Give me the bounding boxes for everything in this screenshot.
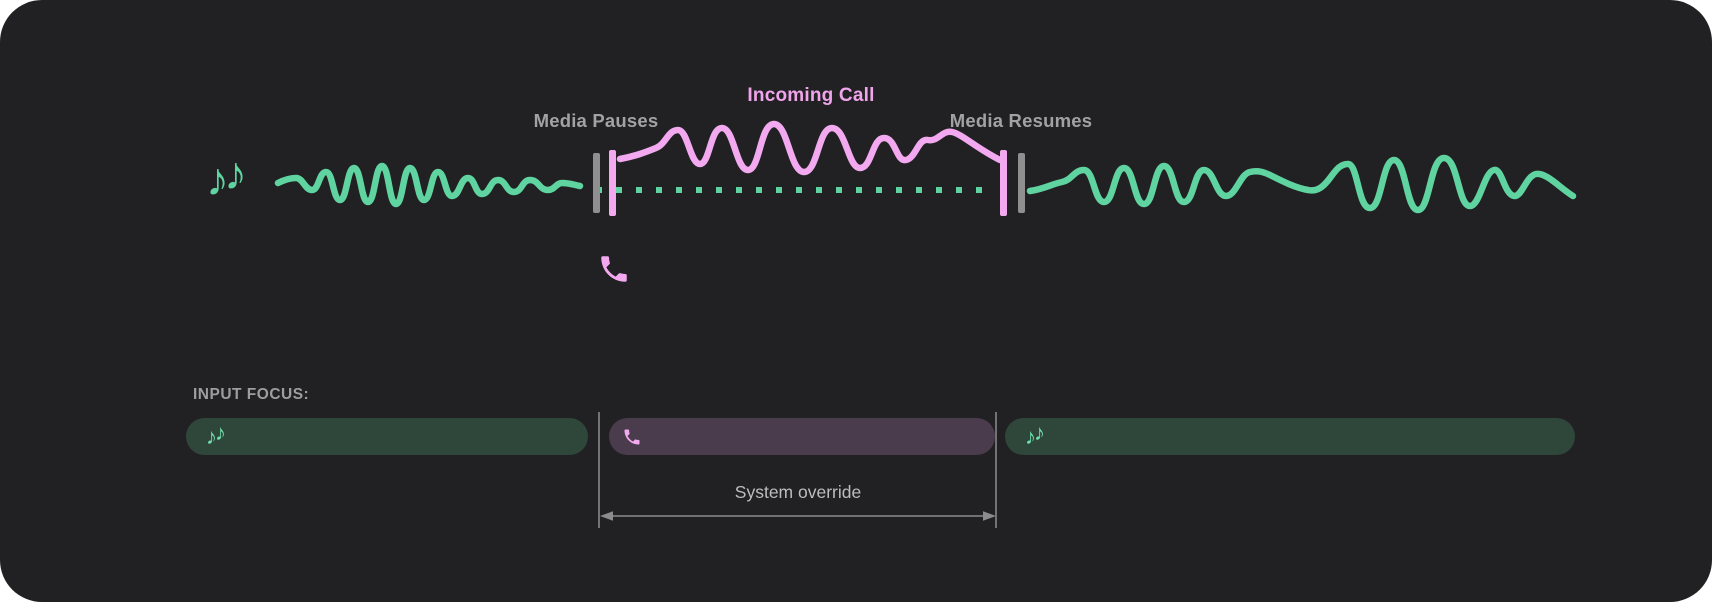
music-note-glyph: ♪ <box>1025 423 1036 449</box>
call-start-marker-icon <box>609 150 616 216</box>
media-wave-before <box>274 162 584 208</box>
media-pause-marker-icon <box>593 153 600 213</box>
music-note-glyph: ♪ <box>224 147 247 199</box>
phone-icon <box>622 427 642 447</box>
incoming-call-wave <box>616 120 1004 176</box>
focus-segment-media-before: ♪♪ <box>186 418 588 455</box>
system-override-label: System override <box>734 482 862 502</box>
music-note-glyph: ♪ <box>215 419 226 445</box>
input-focus-label: INPUT FOCUS: <box>193 386 310 403</box>
override-guide-line-left <box>598 412 600 528</box>
music-notes-icon: ♪♪ <box>1025 421 1045 449</box>
paused-media-dotted-line <box>596 187 994 193</box>
override-guide-line-right <box>995 412 997 528</box>
music-note-glyph: ♪ <box>206 153 229 205</box>
phone-icon <box>597 252 631 286</box>
focus-segment-call <box>609 418 995 455</box>
call-end-marker-icon <box>1000 150 1007 216</box>
media-pauses-label: Media Pauses <box>533 110 659 131</box>
media-wave-after <box>1026 154 1577 214</box>
music-notes-icon: ♪♪ <box>206 150 247 205</box>
music-note-glyph: ♪ <box>1034 419 1045 445</box>
system-override-span-arrow-icon <box>599 509 997 523</box>
media-resume-marker-icon <box>1018 153 1025 213</box>
media-resumes-label: Media Resumes <box>949 110 1093 131</box>
music-note-glyph: ♪ <box>206 423 217 449</box>
music-notes-icon: ♪♪ <box>206 421 226 449</box>
focus-segment-media-after: ♪♪ <box>1005 418 1575 455</box>
incoming-call-label: Incoming Call <box>747 85 875 106</box>
